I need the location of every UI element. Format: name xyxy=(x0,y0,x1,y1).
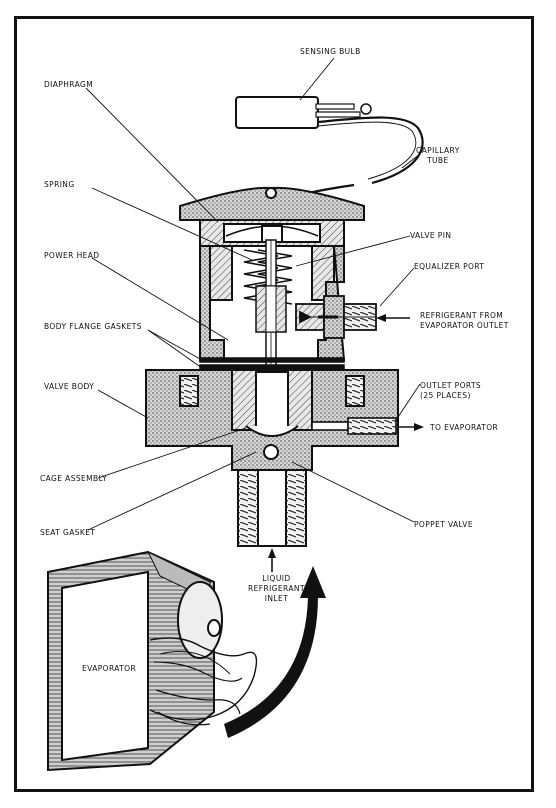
capillary-tube xyxy=(284,116,424,202)
to-evaporator-arrowhead xyxy=(414,423,424,431)
equalizer-port xyxy=(295,295,377,339)
evaporator-unit xyxy=(47,550,258,772)
outlet-port-tube xyxy=(311,417,397,435)
flow-arrow xyxy=(224,566,326,738)
spring-label: SPRING xyxy=(44,180,75,189)
body-flange-gaskets-label: BODY FLANGE GASKETS xyxy=(44,322,142,331)
valve-body xyxy=(145,369,399,471)
power-head xyxy=(179,186,365,361)
diaphragm-label: DIAPHRAGM xyxy=(44,80,94,89)
to-evaporator-label: TO EVAPORATOR xyxy=(430,423,499,432)
outlet-ports-label: OUTLET PORTS (25 PLACES) xyxy=(420,381,482,400)
sensing-bulb xyxy=(235,96,372,129)
evaporator-label: EVAPORATOR xyxy=(82,664,137,673)
seat-gasket-label: SEAT GASKET xyxy=(40,528,96,537)
power-head-label: POWER HEAD xyxy=(44,251,100,260)
valve-pin-label: VALVE PIN xyxy=(410,231,452,240)
equalizer-port-label: EQUALIZER PORT xyxy=(414,262,485,271)
valve-body-label: VALVE BODY xyxy=(44,382,95,391)
refrigerant-from-evaporator-label: REFRIGERANT FROM EVAPORATOR OUTLET xyxy=(420,311,509,330)
refrigerant-inflow-arrowhead xyxy=(376,314,386,322)
sensing-bulb-label: SENSING BULB xyxy=(300,47,361,56)
liquid-refrigerant-inlet-label: LIQUID REFRIGERANT INLET xyxy=(248,574,305,603)
inlet-arrowhead xyxy=(268,548,276,558)
capillary-tube-label: CAPILLARY TUBE xyxy=(416,146,460,165)
cage-assembly-label: CAGE ASSEMBLY xyxy=(40,474,108,483)
threaded-inlet xyxy=(237,469,307,547)
leader-lines xyxy=(85,57,421,531)
diagram-border xyxy=(14,16,534,792)
poppet-valve-label: POPPET VALVE xyxy=(414,520,473,529)
